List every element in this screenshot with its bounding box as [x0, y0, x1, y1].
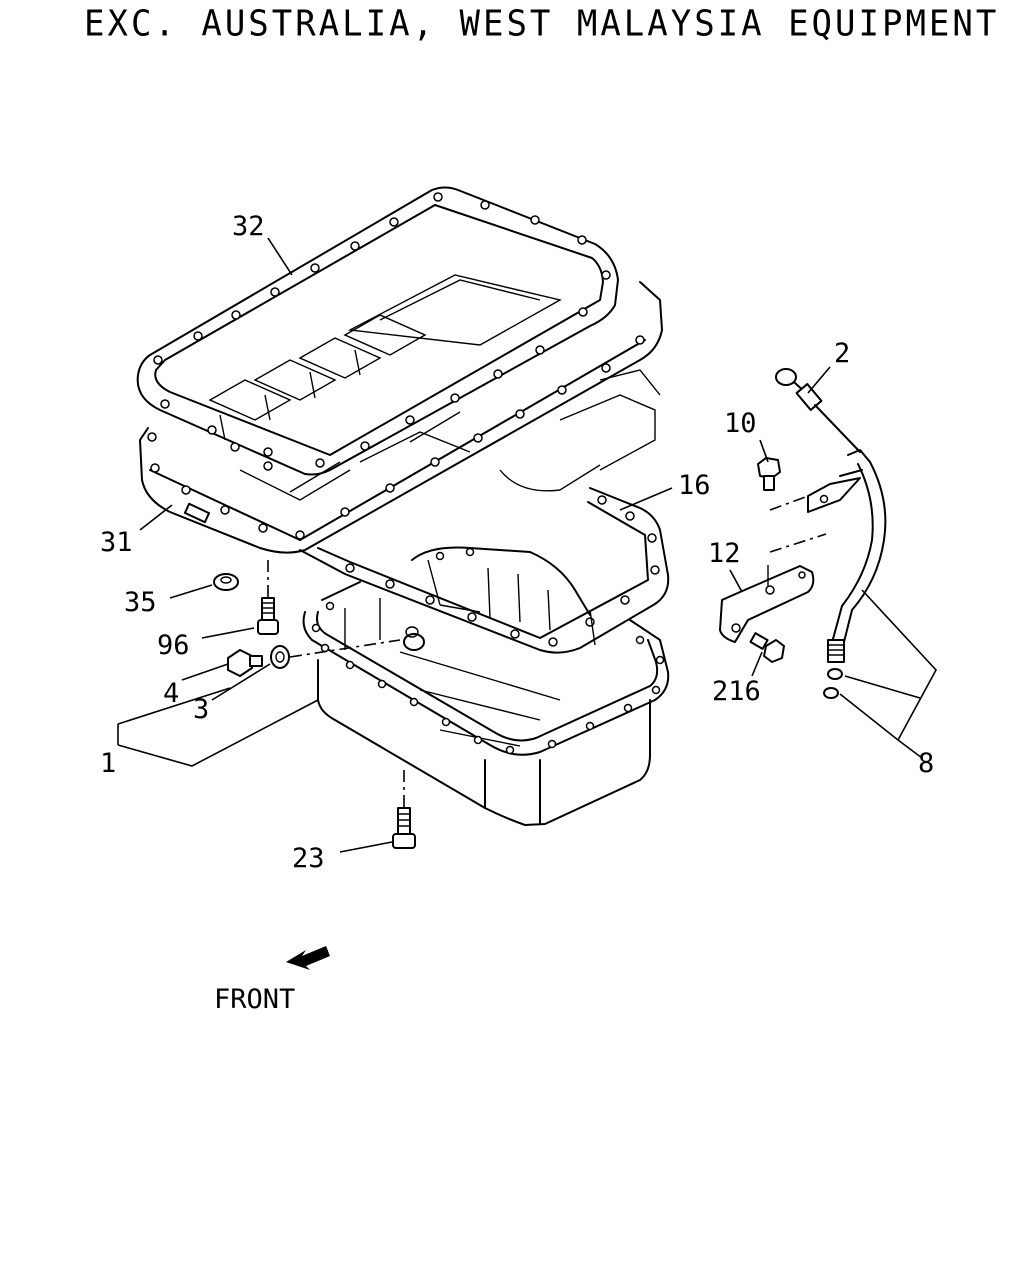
callout-23: 23 — [292, 843, 325, 874]
drain-plug-4 — [227, 649, 263, 677]
bolt-23 — [392, 770, 416, 849]
bolt-96 — [257, 560, 279, 635]
baffle-31-bolt-holes — [147, 335, 645, 540]
oil-pan-1-bolt-holes — [311, 547, 665, 755]
callout-2: 2 — [834, 338, 850, 369]
callout-8: 8 — [918, 748, 934, 779]
callout-35: 35 — [124, 587, 157, 618]
dipstick-guide-tube — [827, 449, 887, 663]
gasket-16-bolt-holes — [345, 495, 660, 647]
callout-216: 216 — [712, 676, 761, 707]
baffle-plate-31 — [139, 274, 663, 554]
bracket-12 — [719, 565, 815, 643]
gasket-32-bolt-holes — [153, 192, 611, 468]
baffle-ribs — [208, 274, 661, 501]
front-label: FRONT — [214, 984, 295, 1015]
oil-pan-1 — [302, 546, 670, 826]
callout-96: 96 — [157, 630, 190, 661]
bolt-10 — [757, 457, 781, 491]
cap-35 — [213, 573, 239, 591]
dipstick-2 — [775, 368, 861, 453]
callout-labels: 32 2 10 16 31 12 35 96 4 3 216 1 8 23 — [100, 211, 934, 874]
upper-gasket-32 — [136, 186, 619, 476]
callout-4: 4 — [163, 678, 179, 709]
drain-port — [403, 626, 425, 651]
callout-16: 16 — [678, 470, 711, 501]
bolt-216 — [749, 632, 785, 663]
washer-3 — [270, 645, 290, 669]
o-rings-8 — [823, 668, 843, 699]
callout-10: 10 — [724, 408, 757, 439]
callout-32: 32 — [232, 211, 265, 242]
callout-12: 12 — [708, 538, 741, 569]
callout-31: 31 — [100, 527, 133, 558]
arrow-down-left-icon — [286, 946, 330, 970]
callout-1: 1 — [100, 748, 116, 779]
tube-bracket — [807, 477, 861, 513]
leader-lines — [117, 237, 937, 853]
callout-3: 3 — [193, 694, 209, 725]
lower-gasket-16 — [299, 487, 670, 654]
diagram-title: EXC. AUSTRALIA, WEST MALAYSIA EQUIPMENT — [84, 3, 1000, 45]
